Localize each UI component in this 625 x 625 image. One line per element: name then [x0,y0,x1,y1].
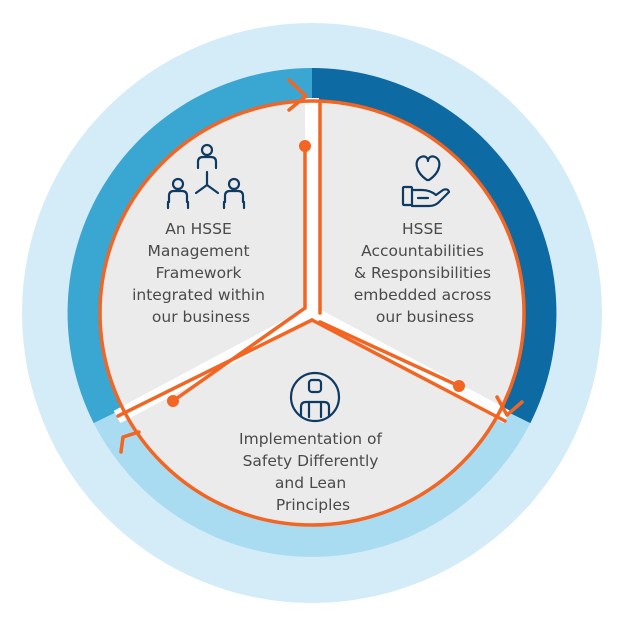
segment-bottom-line: Implementation of [239,430,382,448]
arrow-left [119,430,141,454]
arrow-right [495,395,524,417]
segment-right-line: our business [376,308,474,326]
segment-right-line: Accountabilities [361,242,484,260]
heart-hand-icon [401,155,451,208]
segment-bottom-line: and Lean [275,474,346,492]
segment-right-line: & Responsibilities [354,264,491,282]
segment-left-label: An HSSE Management Framework integrated … [132,220,270,326]
segment-left-line: Framework [156,264,242,282]
segment-left-line: An HSSE [165,220,231,238]
segment-right-line: embedded across [354,286,492,304]
segment-left-line: integrated within [132,286,265,304]
arrow-top [287,78,308,112]
cycle-arrows [119,78,524,454]
pointer-dot-right [453,380,465,392]
segment-bottom-line: Safety Differently [243,452,379,470]
person-icon [289,371,341,423]
arc-left [67,68,313,424]
segment-left-line: our business [152,308,250,326]
segment-left-line: Management [147,242,249,260]
segment-right-label: HSSE Accountabilities & Responsibilities… [354,220,497,326]
accent-spokes [116,99,507,423]
pointer-dot-left [167,395,179,407]
segment-bottom-line: Principles [276,496,350,514]
arc-bottom [93,408,531,557]
org-chart-icon [166,143,246,210]
segment-right-line: HSSE [402,220,443,238]
accent-ring [98,99,526,527]
segment-bottom-label: Implementation of Safety Differently and… [239,430,387,514]
pointer-dot-top [299,140,311,152]
arc-right [312,68,557,424]
pointer-lines [171,144,461,403]
